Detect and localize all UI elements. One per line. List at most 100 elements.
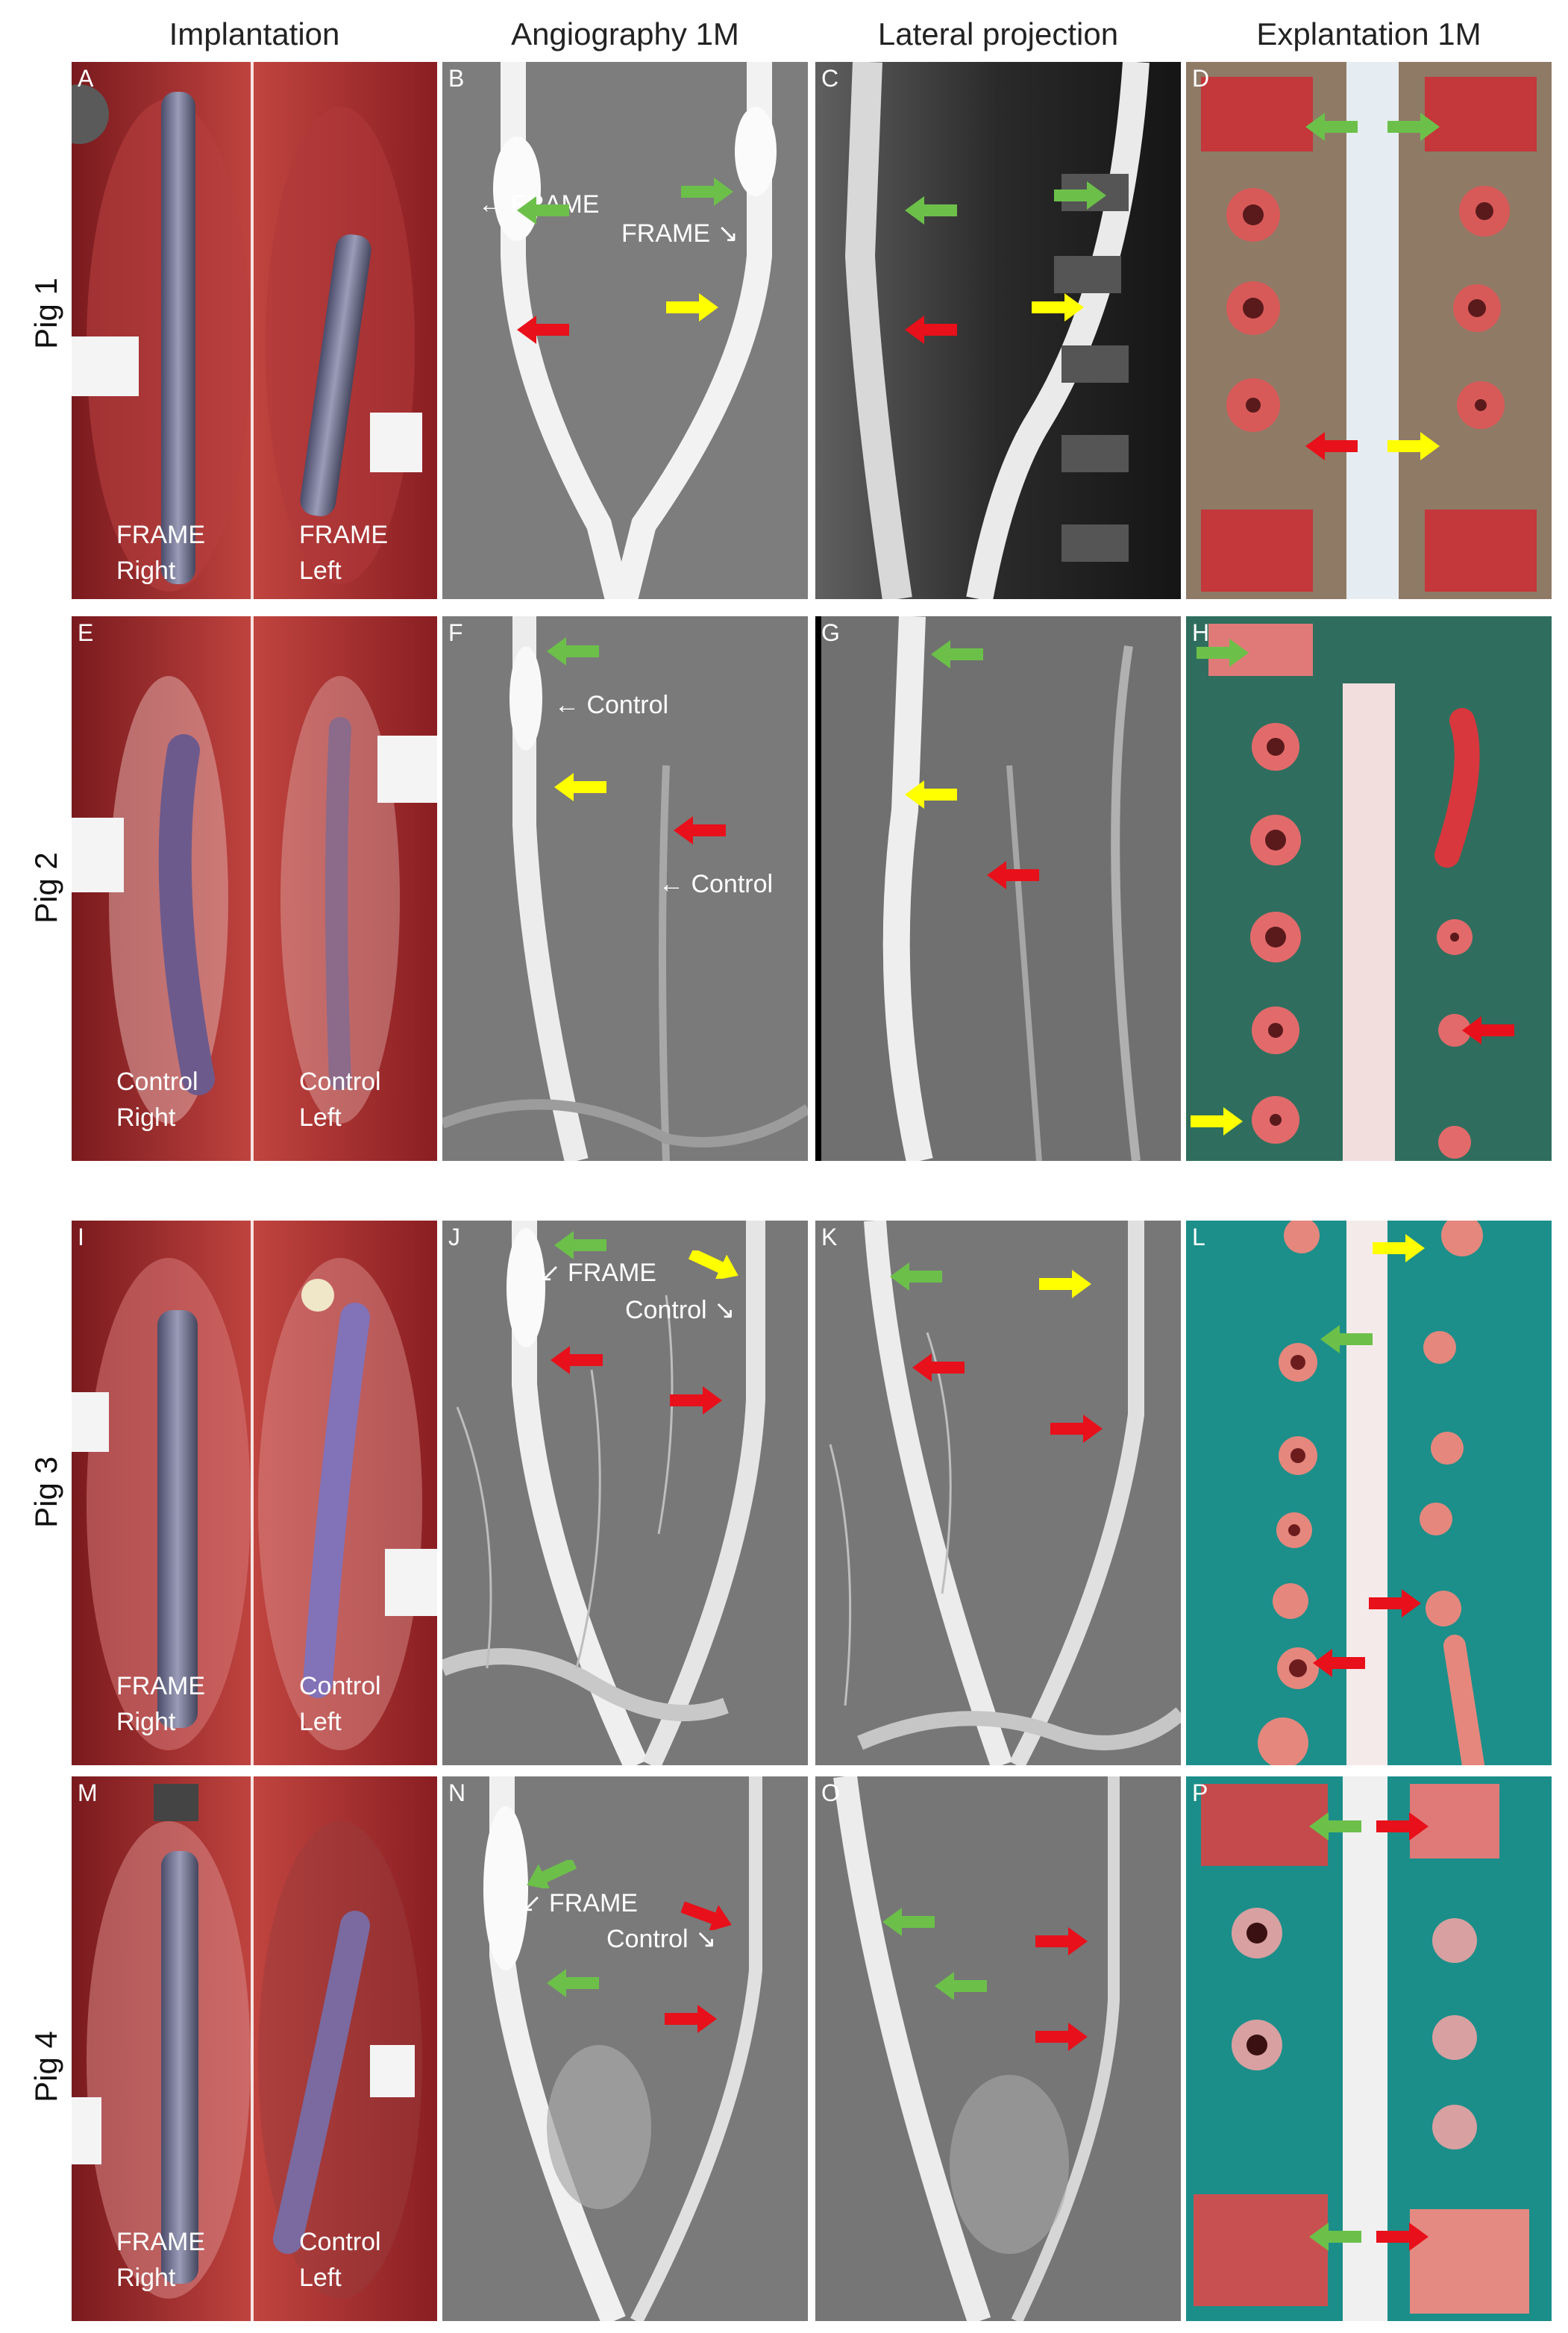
green-arrow — [890, 1262, 942, 1291]
caption-left-line2: Left — [299, 2264, 342, 2292]
panel-letter: M — [78, 1779, 98, 1806]
panel-l-explantation: L — [1186, 1221, 1552, 1765]
caption-left-line1: Control — [299, 1672, 381, 1700]
red-arrow — [517, 316, 569, 344]
caption-right-line1: FRAME — [116, 521, 205, 549]
tissue-image — [72, 1221, 437, 1765]
annotation-text: FRAME — [548, 1889, 638, 1917]
row-label-pig3-text: Pig 3 — [28, 1456, 63, 1528]
caption-right-line2: Right — [116, 2264, 176, 2292]
green-arrow — [517, 196, 569, 225]
specimen-image — [1186, 616, 1552, 1161]
green-arrow — [935, 1972, 987, 2000]
yellow-arrow — [1387, 432, 1440, 460]
panel-o-lateral: O — [815, 1776, 1181, 2321]
caption-right-line2: Right — [116, 1103, 176, 1132]
yellow-arrow — [666, 293, 718, 322]
annotation-frame: ↙ FRAME — [539, 1259, 656, 1287]
green-arrow — [524, 1860, 577, 1888]
green-arrow — [1320, 1325, 1373, 1353]
panel-letter: H — [1192, 619, 1210, 646]
lateral-angiogram-image — [833, 1776, 1120, 2321]
angiogram-image — [442, 1221, 765, 1765]
yellow-arrow — [905, 780, 957, 809]
green-arrow — [681, 178, 733, 206]
panel-split — [251, 616, 254, 1161]
panel-letter: K — [821, 1224, 838, 1250]
green-arrow — [1197, 639, 1249, 667]
panel-n-angiography: N ↙ FRAME Control ↘ — [442, 1776, 808, 2321]
column-header-explantation: Explantation 1M — [1256, 16, 1481, 51]
green-arrow — [905, 196, 957, 225]
red-arrow — [1035, 2023, 1088, 2051]
caption-right-line2: Right — [116, 1708, 176, 1736]
angiogram-image — [493, 62, 777, 599]
red-arrow — [1050, 1415, 1103, 1443]
panel-letter: C — [821, 65, 839, 92]
annotation-control-left: ← Control — [659, 870, 774, 898]
lateral-xray-image — [815, 62, 1181, 599]
yellow-arrow — [1191, 1107, 1243, 1136]
panel-b-angiography: B ← FRAME FRAME ↘ — [442, 62, 808, 599]
green-arrow — [1309, 2223, 1361, 2251]
annotation-text: Control — [625, 1296, 707, 1324]
red-arrow — [987, 861, 1039, 889]
yellow-arrow — [689, 1250, 741, 1279]
annotation-text: Control — [691, 870, 774, 898]
caption-right-line1: Control — [116, 1068, 198, 1096]
yellow-arrow — [1039, 1270, 1091, 1298]
column-header-implantation: Implantation — [169, 16, 340, 51]
panel-j-angiography: J ↙ FRAME Control ↘ — [442, 1221, 808, 1765]
row-label-pig2: Pig 2 — [24, 776, 69, 1000]
red-arrow — [1035, 1927, 1088, 1955]
red-arrow — [551, 1346, 603, 1374]
green-arrow — [1054, 181, 1106, 210]
panel-d-explantation: D — [1186, 62, 1552, 599]
annotation-control: Control ↘ — [625, 1296, 736, 1324]
green-arrow — [882, 1908, 935, 1936]
red-arrow — [1376, 2223, 1429, 2251]
specimen-image — [1186, 62, 1552, 599]
panel-split — [251, 1776, 254, 2321]
panel-letter: E — [78, 619, 94, 646]
panel-letter: N — [448, 1779, 466, 1806]
red-arrow — [1313, 1649, 1365, 1677]
annotation-text: Control — [606, 1925, 689, 1953]
annotation-frame: ↙ FRAME — [521, 1889, 638, 1917]
panel-g-lateral: G — [815, 616, 1181, 1161]
row-label-pig4: Pig 4 — [24, 1955, 69, 2179]
column-header-angiography: Angiography 1M — [511, 16, 739, 51]
tissue-image — [72, 1776, 437, 2321]
panel-letter: F — [448, 619, 463, 646]
red-arrow — [905, 316, 957, 344]
panel-c-lateral: C — [815, 62, 1181, 599]
yellow-arrow — [1373, 1234, 1425, 1262]
angiogram-image — [483, 1776, 762, 2321]
green-arrow — [547, 1969, 599, 1997]
lateral-angiogram-image — [829, 1221, 1181, 1765]
panel-letter: L — [1192, 1224, 1205, 1250]
row-label-pig2-wrap — [24, 336, 69, 560]
red-arrow — [912, 1353, 965, 1382]
caption-left-line2: Left — [299, 557, 342, 585]
panel-letter: P — [1192, 1779, 1208, 1806]
caption-right-line2: Right — [116, 557, 176, 585]
lateral-angiogram-image — [815, 616, 1141, 1161]
caption-left-line2: Left — [299, 1708, 342, 1736]
panel-letter: J — [448, 1224, 460, 1250]
panel-k-lateral: K — [815, 1221, 1181, 1765]
caption-left-line2: Left — [299, 1103, 342, 1132]
panel-letter: A — [78, 65, 94, 92]
annotation-control: Control ↘ — [606, 1925, 717, 1953]
green-arrow — [1305, 113, 1358, 141]
row-label-pig2-text: Pig 2 — [28, 852, 63, 924]
